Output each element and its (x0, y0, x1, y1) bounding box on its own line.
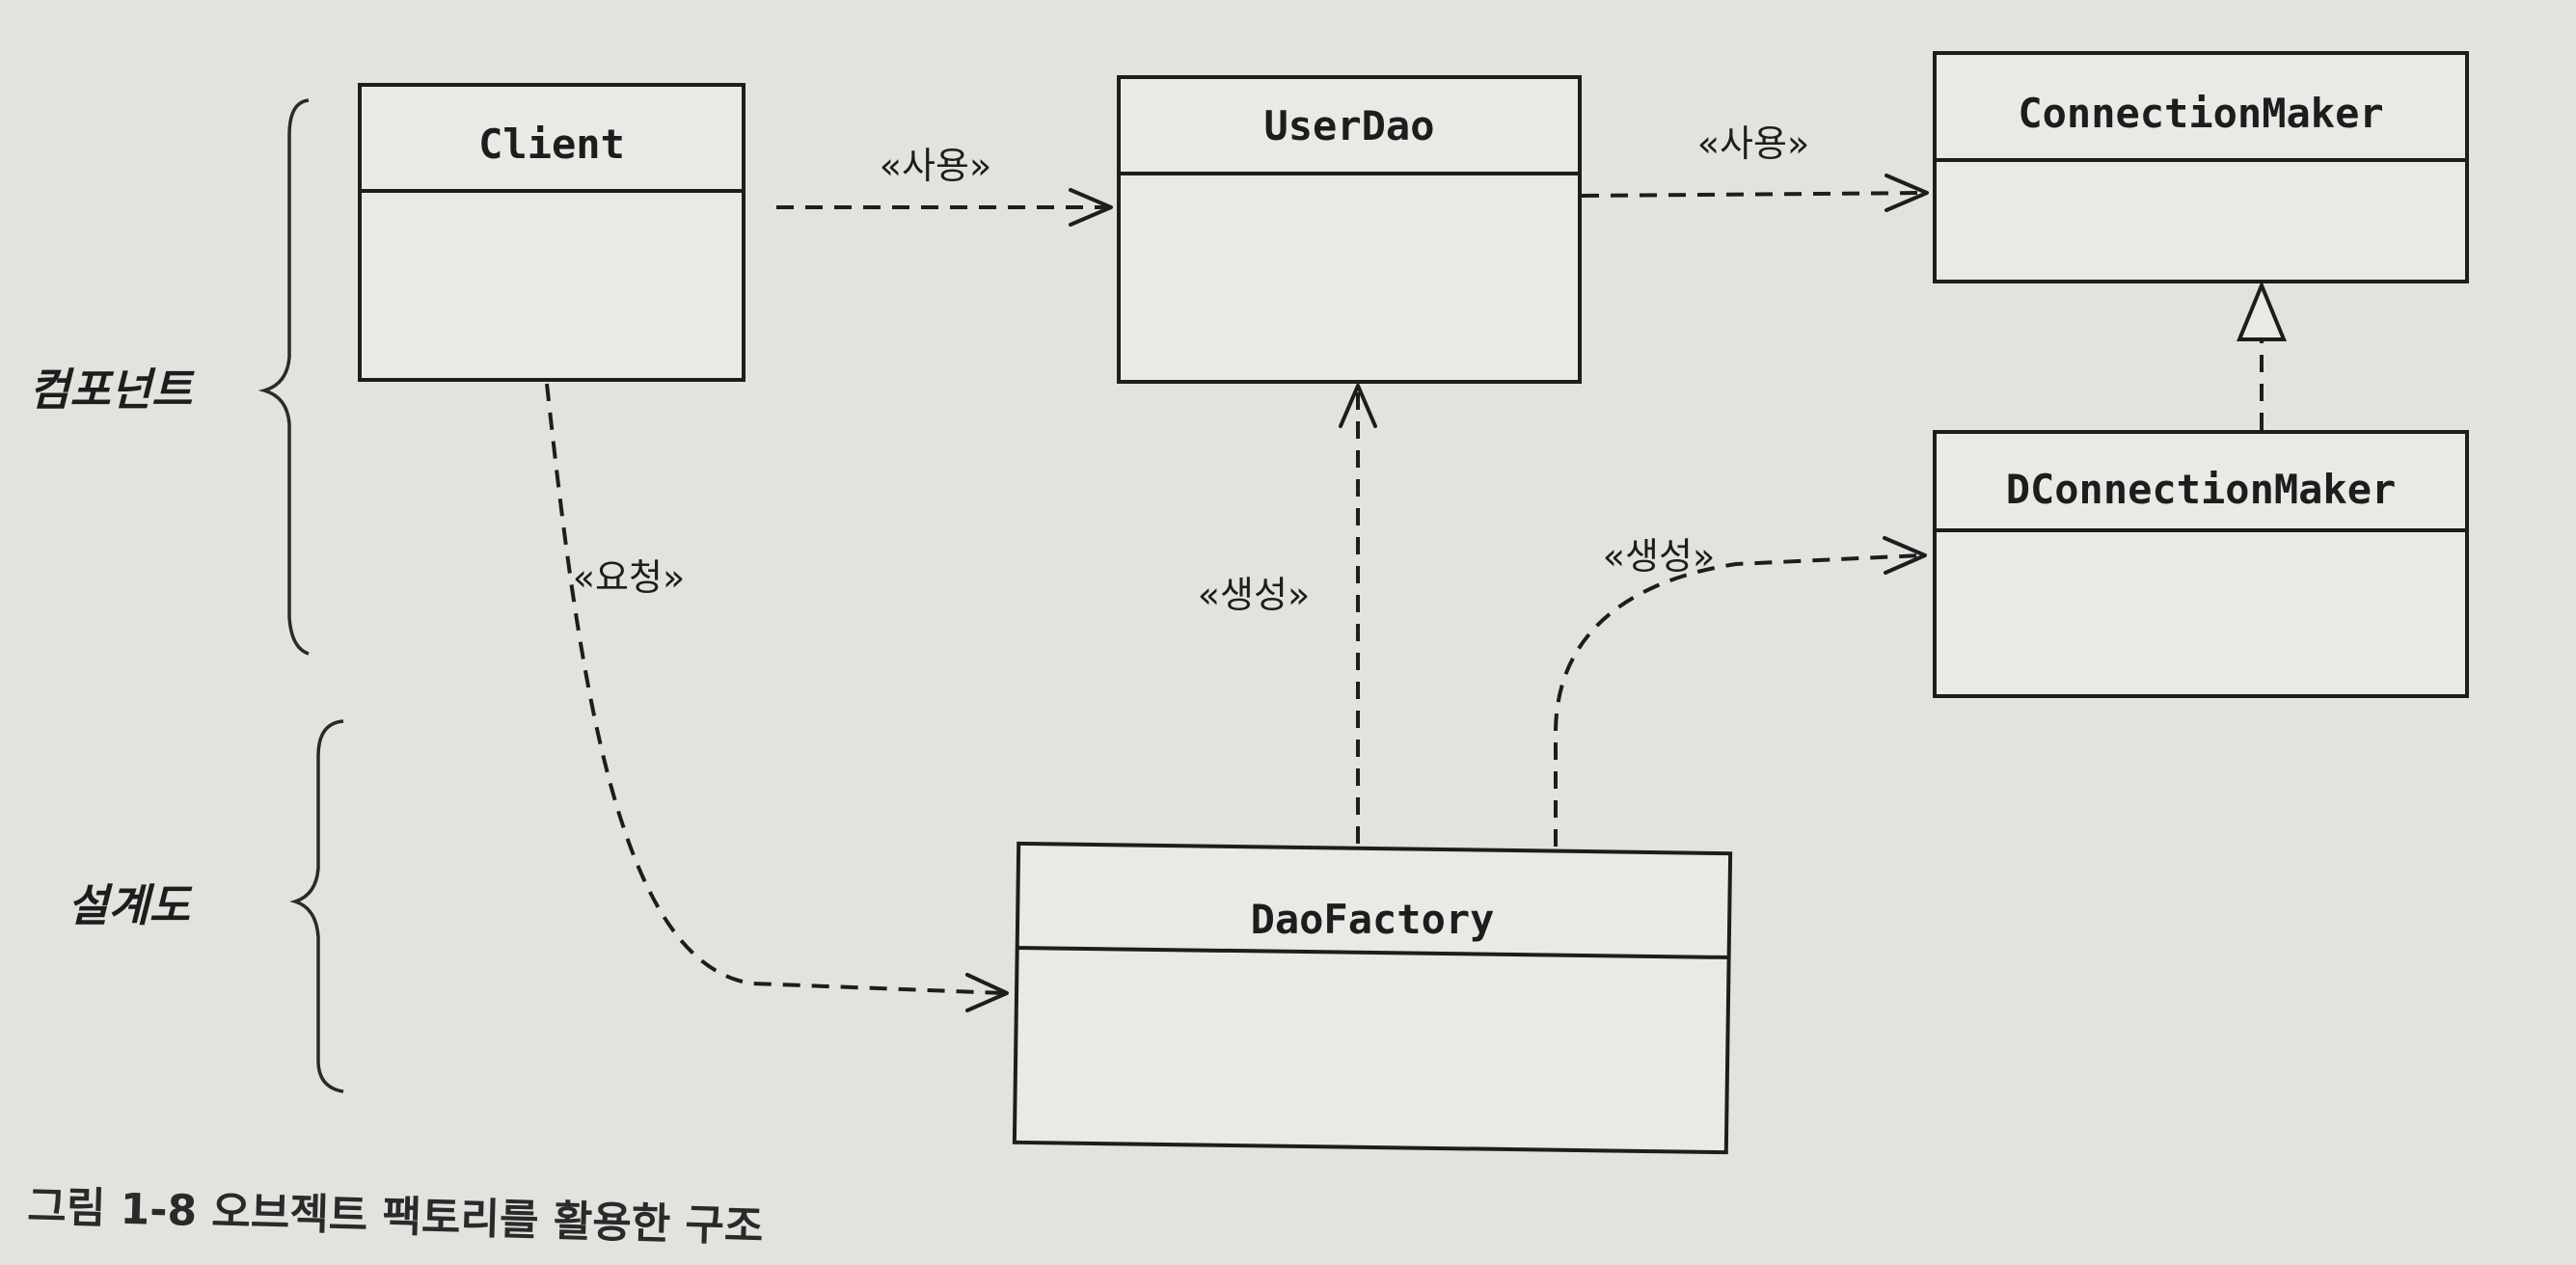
class-connectionmaker-name: ConnectionMaker (2018, 90, 2383, 137)
arrowhead-icon (1069, 188, 1113, 227)
group-component: 컴포넌트 (29, 98, 310, 656)
dep-client-to-daofactory: «요청» (545, 383, 1009, 1012)
realization-dconnectionmaker-to-connectionmaker (2237, 280, 2287, 430)
arrowhead-icon (1883, 536, 1927, 575)
dep-client-to-userdao: «사용» (776, 145, 1113, 227)
class-dconnectionmaker-name: DConnectionMaker (2006, 466, 2397, 513)
arrowhead-icon (1885, 174, 1929, 212)
inheritance-triangle-icon (2237, 280, 2287, 341)
label-daofactory-creates-dconnectionmaker: «생성» (1603, 535, 1715, 578)
class-daofactory[interactable]: DaoFactory (1012, 841, 1733, 1155)
dep-daofactory-to-dconnectionmaker: «생성» (1554, 535, 1927, 847)
label-client-uses-userdao: «사용» (880, 145, 991, 187)
dep-userdao-to-connectionmaker: «사용» (1581, 122, 1929, 212)
class-daofactory-name: DaoFactory (1251, 896, 1495, 943)
brace-icon (289, 719, 344, 1093)
class-client-name: Client (478, 121, 625, 168)
label-component: 컴포넌트 (29, 363, 195, 416)
class-dconnectionmaker[interactable]: DConnectionMaker (1933, 430, 2469, 698)
class-userdao[interactable]: UserDao (1117, 75, 1582, 384)
dep-daofactory-to-userdao: «생성» (1198, 384, 1377, 844)
figure-caption: 그림 1-8 오브젝트 팩토리를 활용한 구조 (27, 1182, 764, 1252)
label-daofactory-creates-userdao: «생성» (1198, 574, 1310, 616)
arrowhead-icon (965, 973, 1009, 1012)
label-userdao-uses-connectionmaker: «사용» (1697, 122, 1809, 165)
class-client[interactable]: Client (358, 83, 746, 382)
label-client-requests-daofactory: «요청» (573, 556, 685, 599)
class-userdao-name: UserDao (1263, 102, 1434, 149)
label-blueprint: 설계도 (68, 879, 193, 931)
group-blueprint: 설계도 (68, 719, 344, 1093)
arrowhead-icon (1339, 384, 1377, 428)
class-connectionmaker[interactable]: ConnectionMaker (1933, 51, 2469, 283)
brace-icon (258, 98, 310, 656)
